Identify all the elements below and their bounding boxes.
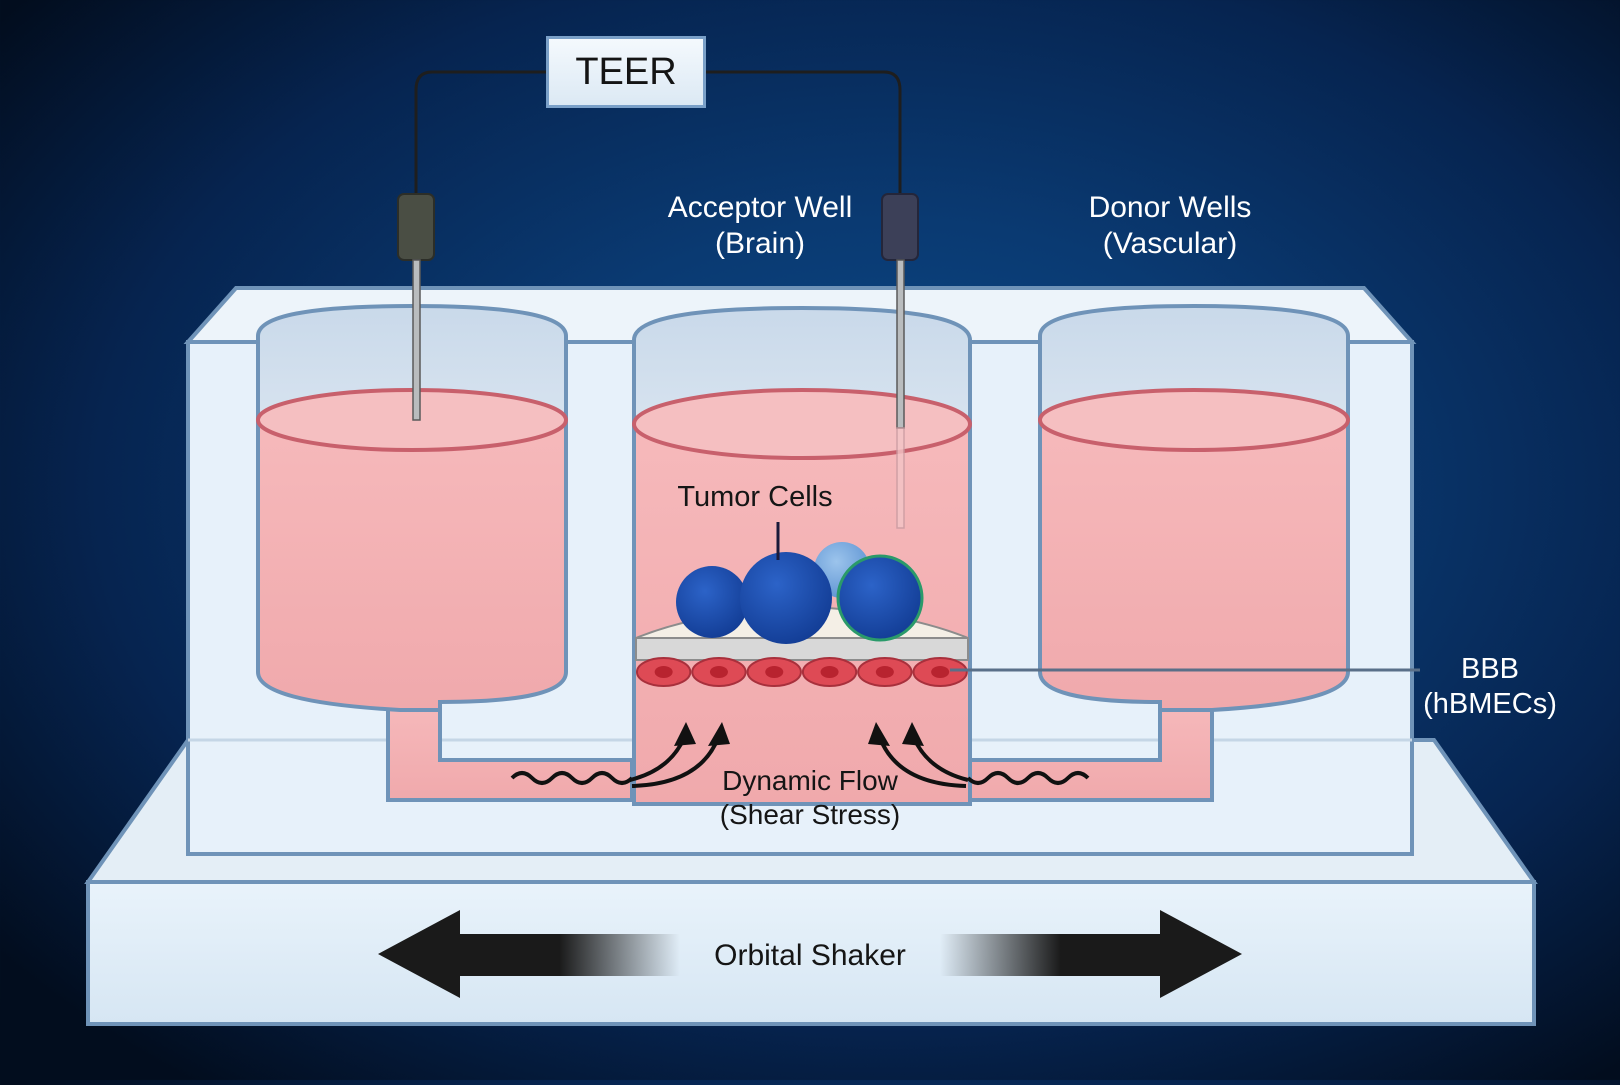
cell-nucleus bbox=[875, 666, 894, 678]
bbb-label: BBB (hBMECs) bbox=[1410, 652, 1570, 722]
donor-wells-title: Donor Wells bbox=[1088, 191, 1252, 224]
hbmec-cell-layer bbox=[636, 657, 968, 687]
acceptor-well-subtitle: (Brain) bbox=[714, 227, 805, 260]
flow-arrowheads bbox=[674, 722, 924, 746]
donor-wells-subtitle: (Vascular) bbox=[1102, 227, 1238, 260]
teer-wire-left bbox=[414, 70, 546, 196]
dynamic-flow-title: Dynamic Flow bbox=[722, 765, 898, 796]
teer-meter: TEER bbox=[546, 36, 706, 108]
electrode-right bbox=[881, 193, 919, 529]
bbb-subtitle: (hBMECs) bbox=[1423, 687, 1557, 720]
cell-nucleus bbox=[765, 666, 784, 678]
right-donor-well bbox=[1038, 303, 1350, 712]
tumor-cell-cluster bbox=[676, 542, 924, 644]
dynamic-flow-arrows bbox=[510, 737, 1090, 788]
flow-arrow-icon bbox=[878, 737, 967, 788]
cell-nucleus bbox=[820, 666, 839, 678]
tumor-cell bbox=[836, 554, 924, 642]
donor-wells-label: Donor Wells (Vascular) bbox=[1050, 190, 1290, 262]
acceptor-well-label: Acceptor Well (Brain) bbox=[640, 190, 880, 262]
teer-wire-right bbox=[706, 70, 902, 196]
orbital-shaker-label: Orbital Shaker bbox=[714, 939, 906, 972]
electrode-left bbox=[397, 193, 435, 421]
arrow-left-icon bbox=[378, 910, 680, 998]
wavy-flow-left bbox=[510, 771, 634, 785]
acceptor-well-title: Acceptor Well bbox=[667, 191, 853, 224]
shaker-arrows bbox=[378, 910, 1242, 998]
flow-arrow-icon bbox=[631, 737, 720, 788]
left-donor-well bbox=[256, 303, 568, 712]
arrow-right-icon bbox=[940, 910, 1242, 998]
wavy-flow-right bbox=[966, 771, 1090, 785]
tumor-cell bbox=[740, 552, 832, 644]
dynamic-flow-label: Dynamic Flow (Shear Stress) bbox=[680, 764, 940, 831]
cell-nucleus bbox=[654, 666, 673, 678]
teer-circuit bbox=[397, 70, 919, 529]
dynamic-flow-subtitle: (Shear Stress) bbox=[719, 798, 901, 830]
tumor-cell bbox=[676, 566, 748, 638]
bbb-title: BBB bbox=[1460, 653, 1520, 685]
cell-nucleus bbox=[931, 666, 950, 678]
cell-nucleus bbox=[709, 666, 728, 678]
tumor-cells-label: Tumor Cells bbox=[677, 481, 833, 513]
teer-label: TEER bbox=[575, 50, 677, 93]
